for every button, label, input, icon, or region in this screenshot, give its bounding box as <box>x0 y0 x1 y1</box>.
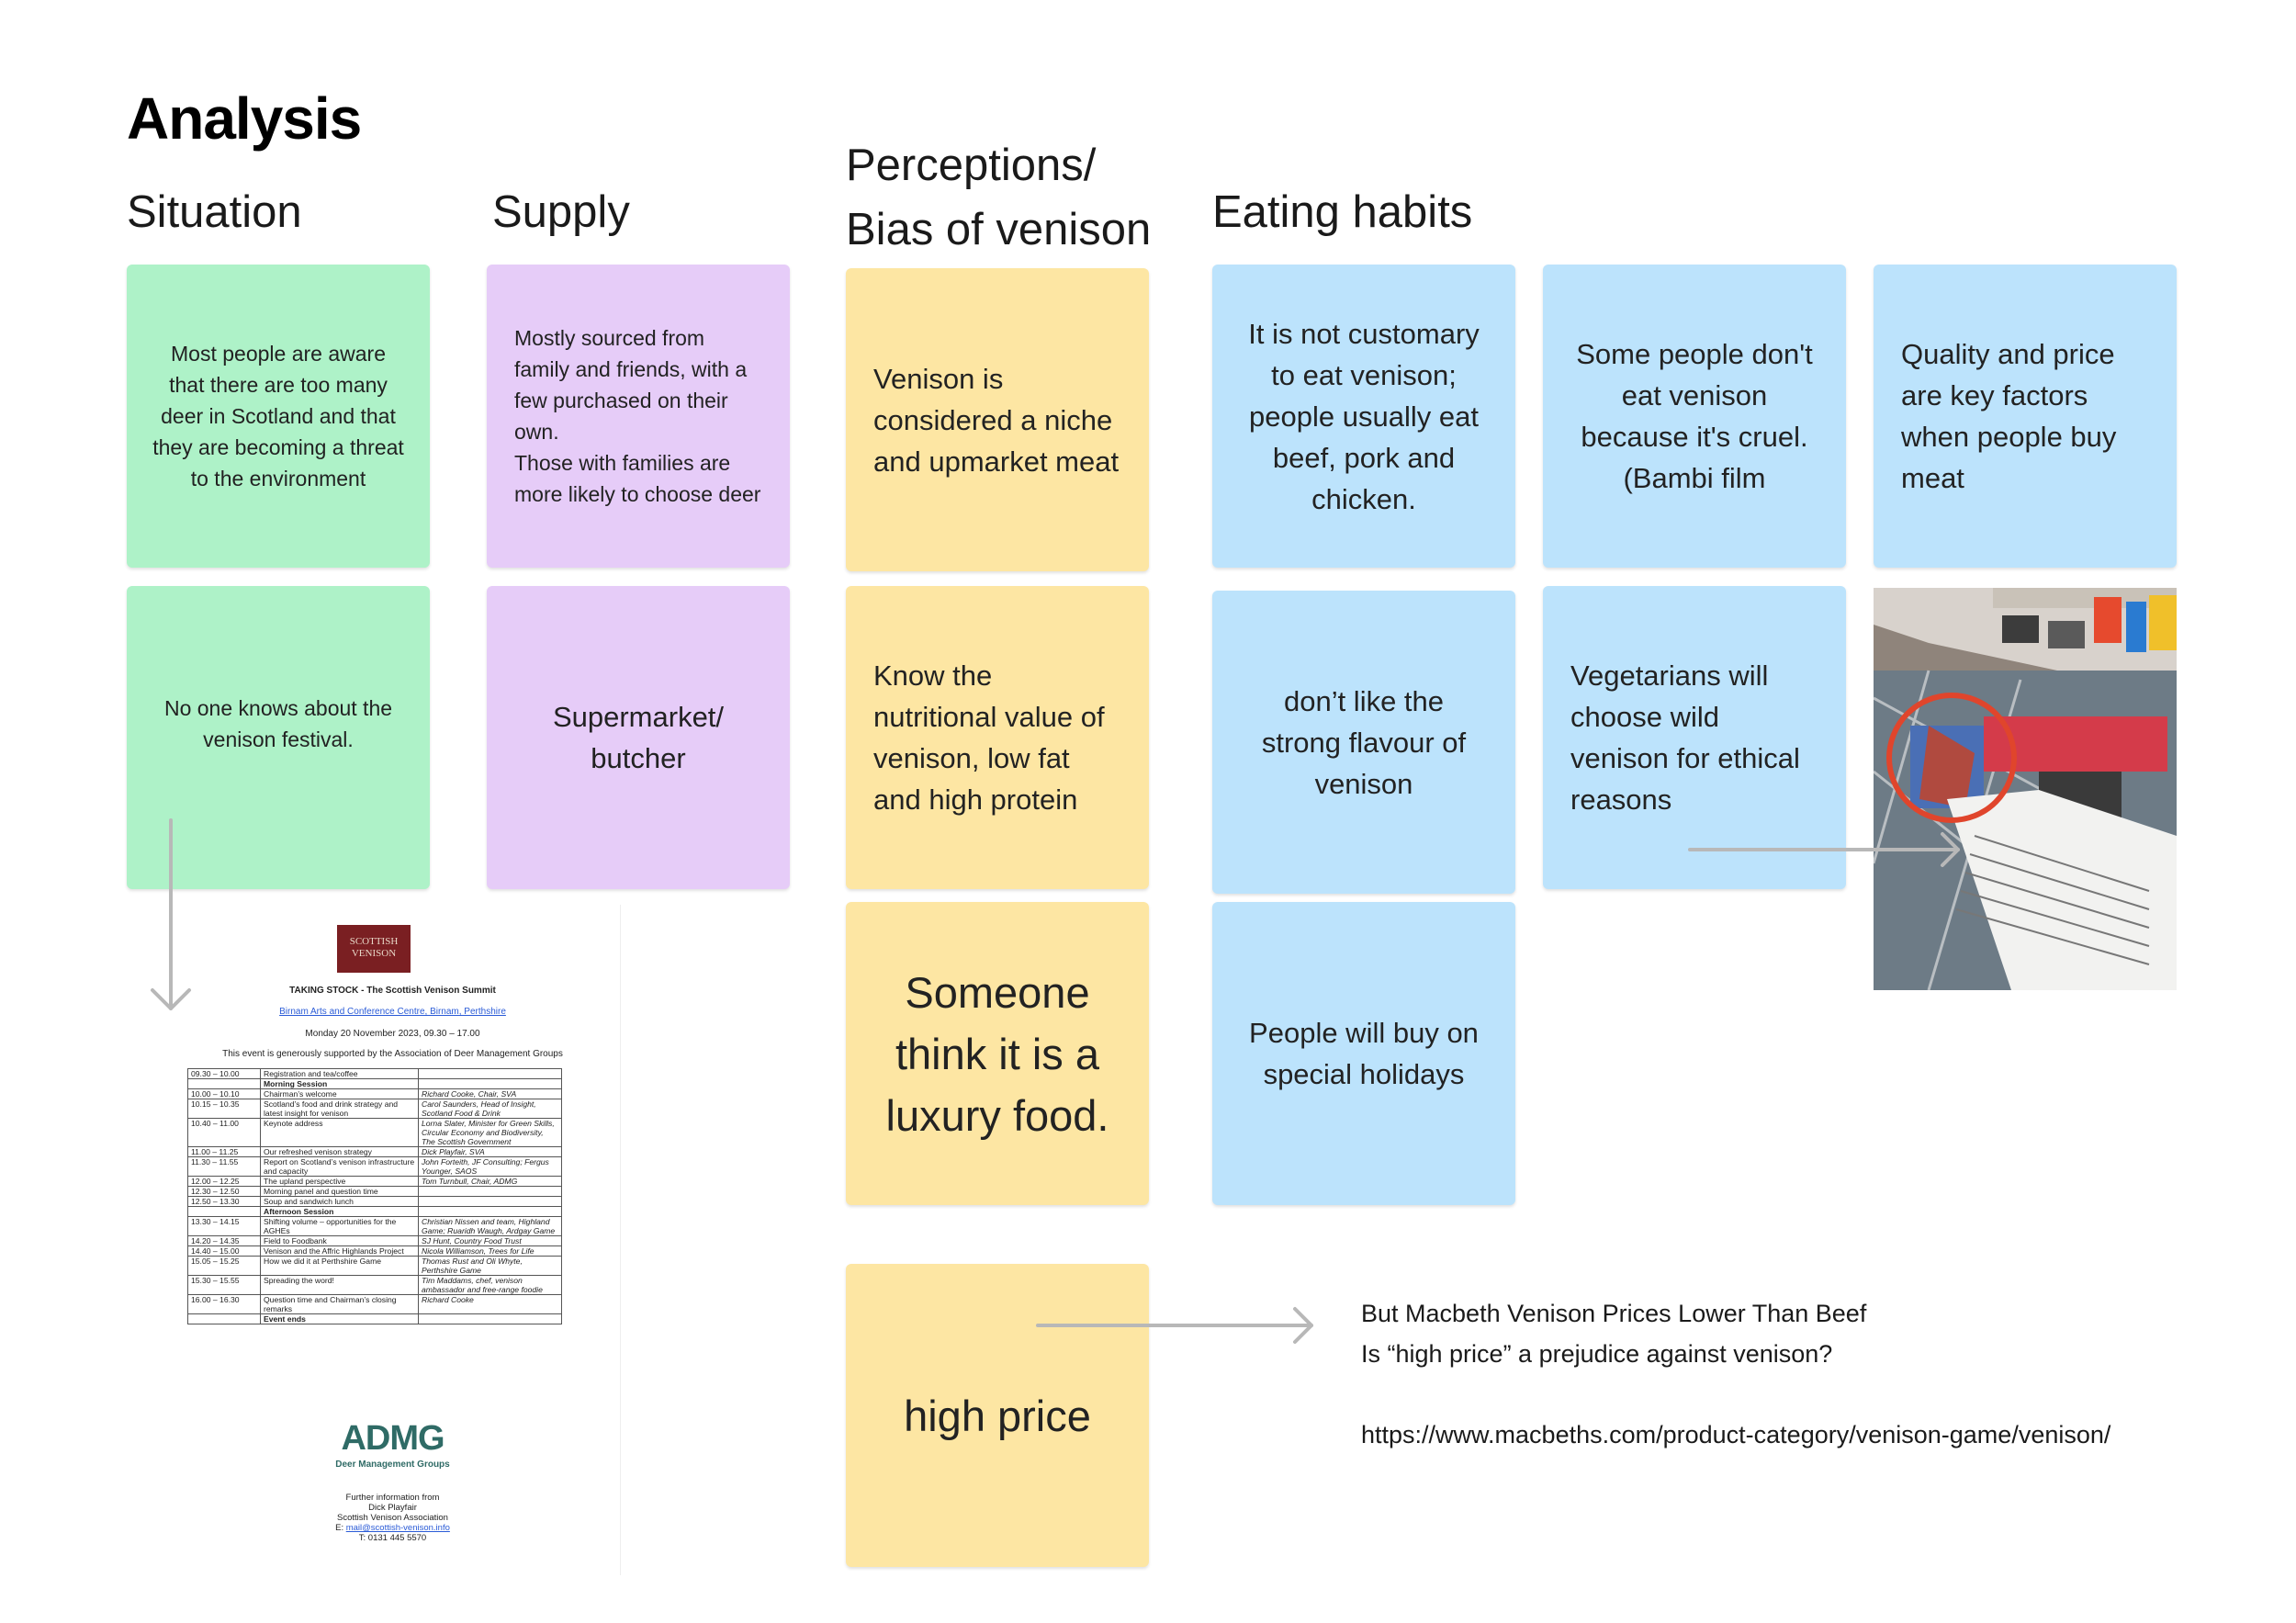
arrow-vegetarians-to-photo <box>1690 834 1958 865</box>
arrow-festival-to-agenda <box>152 820 189 1009</box>
arrow-high-price-to-annotation <box>1038 1309 1311 1342</box>
